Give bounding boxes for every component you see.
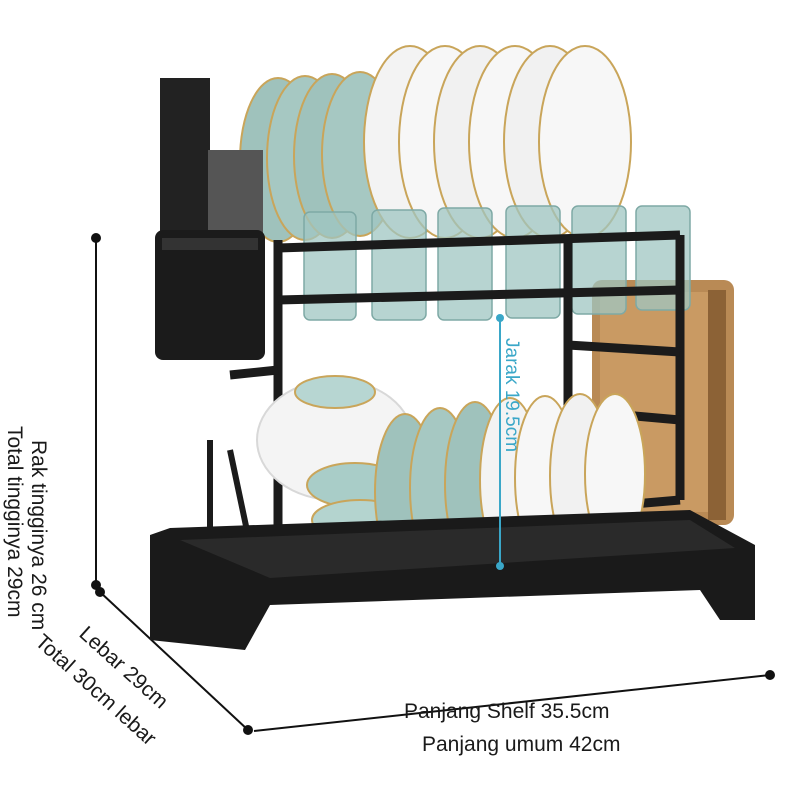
gap-measure xyxy=(496,314,504,570)
drip-tray xyxy=(150,510,755,650)
teapot-and-cups xyxy=(256,375,414,541)
gap-label: Jarak 19.5cm xyxy=(501,338,522,453)
total-height-label: Total tingginya 29cm xyxy=(3,426,26,618)
shelf-length-label: Panjang Shelf 35.5cm xyxy=(404,700,610,723)
rack-height-label: Rak tingginya 26 cm xyxy=(27,440,50,631)
top-plates-white xyxy=(363,45,632,239)
utensil-holder xyxy=(155,78,265,360)
dimension-lines xyxy=(91,233,775,735)
total-length-label: Panjang umum 42cm xyxy=(422,733,621,756)
